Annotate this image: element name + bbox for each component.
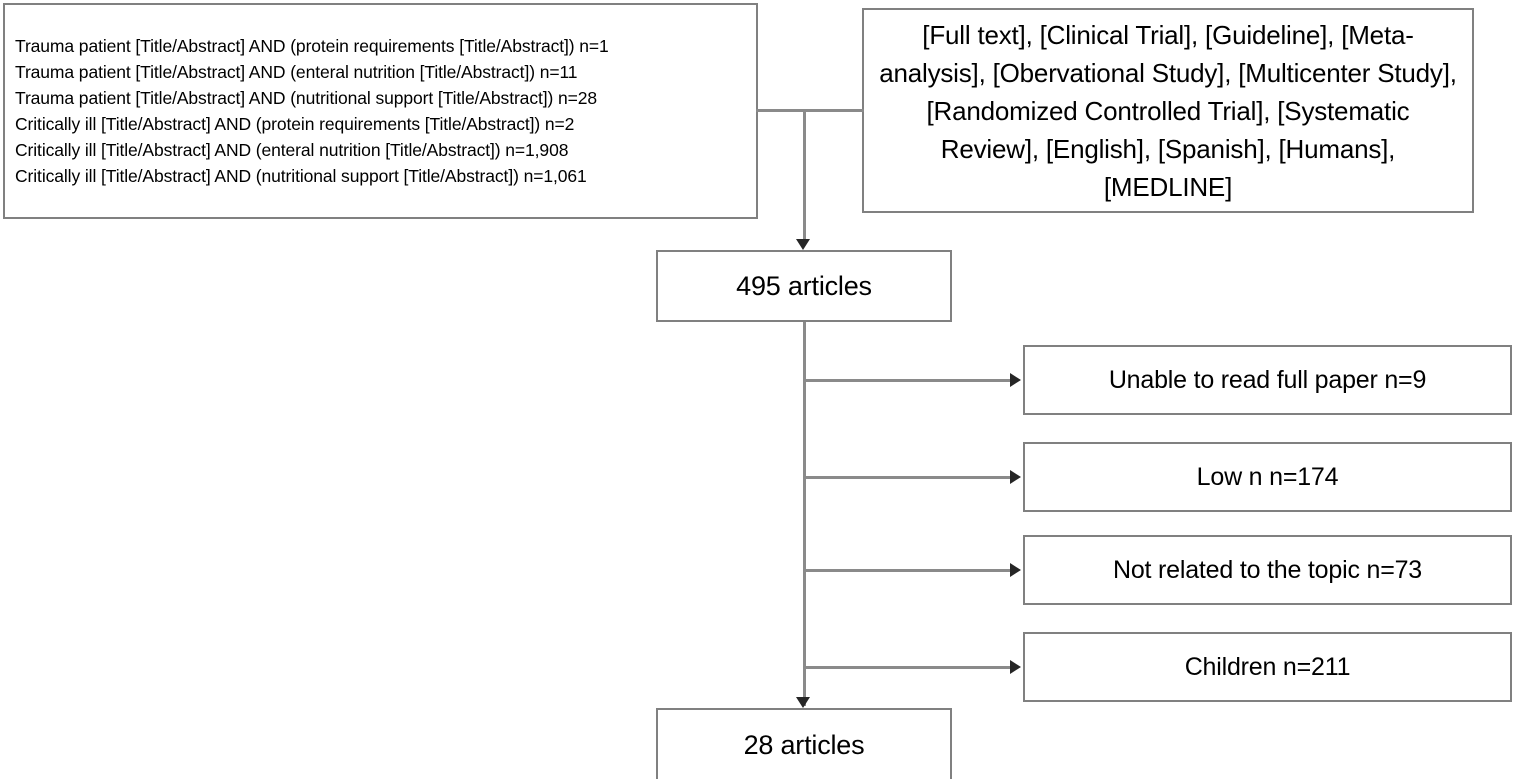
exclusion-box: Children n=211 xyxy=(1023,632,1512,702)
exclusion-box: Unable to read full paper n=9 xyxy=(1023,345,1512,415)
connector-trunk-bottom xyxy=(803,322,806,706)
arrow-right-icon xyxy=(1010,470,1021,484)
connector-branch xyxy=(805,476,1012,479)
records-box: 495 articles xyxy=(656,250,952,322)
search-term-line: Critically ill [Title/Abstract] AND (ent… xyxy=(15,140,569,160)
exclusion-label: Children n=211 xyxy=(1184,652,1351,681)
arrow-right-icon xyxy=(1010,563,1021,577)
connector-branch xyxy=(805,379,1012,382)
exclusion-label: Not related to the topic n=73 xyxy=(1113,555,1422,584)
search-term-line: Trauma patient [Title/Abstract] AND (nut… xyxy=(15,88,597,108)
connector-trunk-top xyxy=(803,109,806,241)
included-box: 28 articles xyxy=(656,708,952,779)
search-term-line: Critically ill [Title/Abstract] AND (nut… xyxy=(15,166,587,186)
filters-box: [Full text], [Clinical Trial], [Guidelin… xyxy=(862,8,1474,213)
arrow-down-icon xyxy=(796,239,810,250)
search-terms-list: Trauma patient [Title/Abstract] AND (pro… xyxy=(15,33,746,189)
connector-branch xyxy=(805,666,1012,669)
arrow-right-icon xyxy=(1010,373,1021,387)
search-term-line: Trauma patient [Title/Abstract] AND (pro… xyxy=(15,36,609,56)
exclusion-label: Low n n=174 xyxy=(1196,462,1339,491)
search-terms-box: Trauma patient [Title/Abstract] AND (pro… xyxy=(3,3,758,219)
exclusion-box: Low n n=174 xyxy=(1023,442,1512,512)
connector-join-bar xyxy=(756,109,864,112)
search-term-line: Critically ill [Title/Abstract] AND (pro… xyxy=(15,114,575,134)
exclusion-label: Unable to read full paper n=9 xyxy=(1108,365,1427,394)
exclusion-box: Not related to the topic n=73 xyxy=(1023,535,1512,605)
arrow-down-icon xyxy=(796,697,810,708)
arrow-right-icon xyxy=(1010,660,1021,674)
search-term-line: Trauma patient [Title/Abstract] AND (ent… xyxy=(15,62,578,82)
filters-text: [Full text], [Clinical Trial], [Guidelin… xyxy=(879,19,1457,202)
connector-branch xyxy=(805,569,1012,572)
records-label: 495 articles xyxy=(736,270,872,301)
included-label: 28 articles xyxy=(743,729,865,760)
